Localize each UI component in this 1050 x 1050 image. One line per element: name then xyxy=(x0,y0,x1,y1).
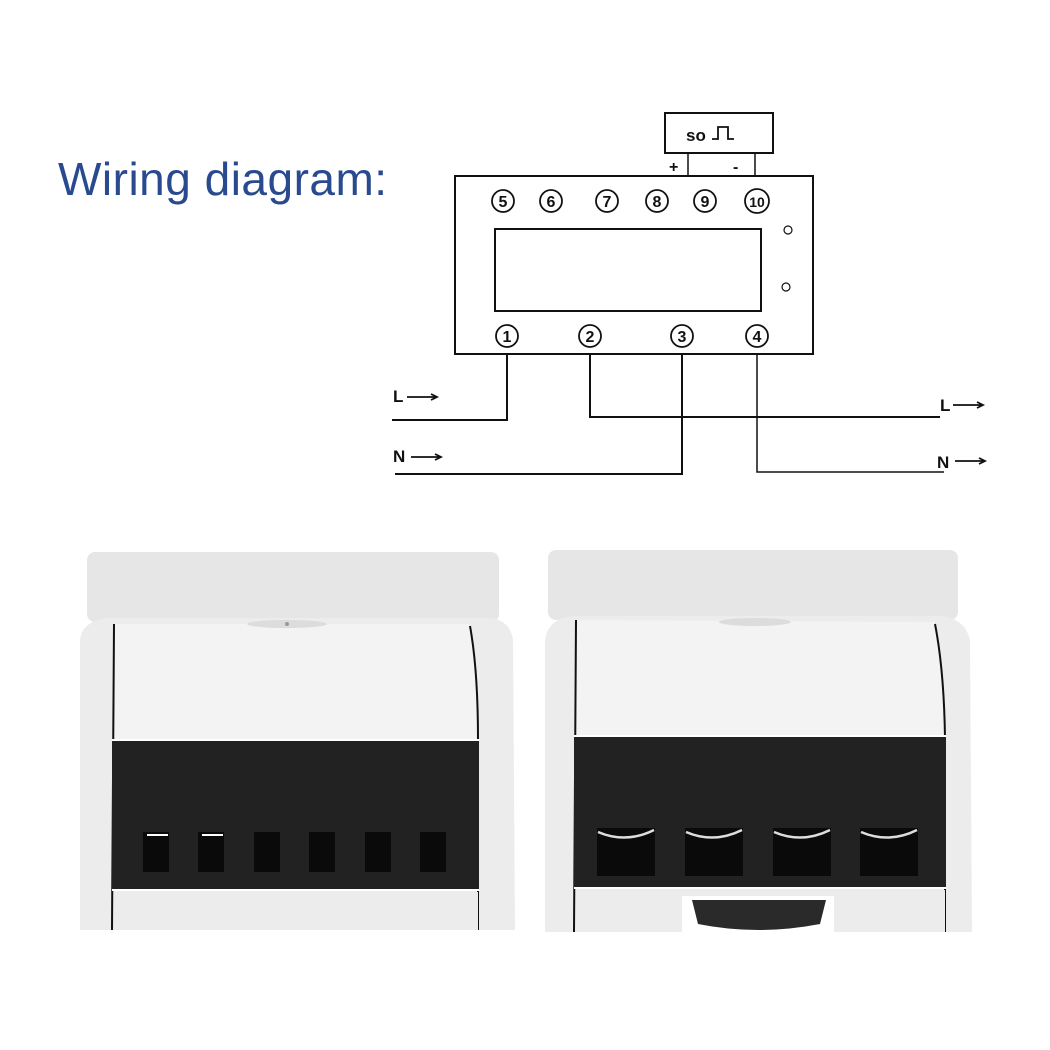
indicator-led-2 xyxy=(781,282,791,292)
label-neutral-in: N xyxy=(393,447,405,466)
pulse-output-label: so xyxy=(686,126,706,145)
wire-neutral-out xyxy=(756,355,944,473)
arrow-right-icon xyxy=(411,453,444,461)
terminal-3: 3 xyxy=(678,329,687,346)
device-photo-bottom xyxy=(545,550,972,933)
top-terminals: 5 6 7 8 9 10 xyxy=(491,188,770,214)
right-labels: L N xyxy=(937,396,988,472)
terminal-7: 7 xyxy=(603,194,612,211)
arrow-right-icon xyxy=(407,393,440,401)
terminal-4: 4 xyxy=(753,329,762,346)
terminal-1: 1 xyxy=(503,329,512,346)
arrow-right-icon xyxy=(955,457,988,465)
wire-line-in xyxy=(392,355,508,421)
device-photo-top xyxy=(80,552,515,931)
terminal-8: 8 xyxy=(653,194,662,211)
terminal-6: 6 xyxy=(547,194,556,211)
terminal-holes xyxy=(597,828,918,876)
wire-line-out xyxy=(589,355,940,418)
label-line-in: L xyxy=(393,387,403,406)
wire-neutral-in xyxy=(395,355,683,475)
left-labels: L N xyxy=(393,387,444,466)
label-line-out: L xyxy=(940,396,950,415)
bottom-terminals: 1 2 3 4 xyxy=(495,324,769,348)
terminal-5: 5 xyxy=(499,194,508,211)
din-clip xyxy=(682,896,834,932)
indicator-led-1 xyxy=(783,225,793,235)
label-neutral-out: N xyxy=(937,453,949,472)
terminal-holes xyxy=(143,832,446,872)
pulse-minus-label: - xyxy=(733,159,738,176)
pulse-wave-icon xyxy=(712,126,734,140)
arrow-right-icon xyxy=(953,401,986,409)
wiring-diagram: so + - 5 6 7 8 9 10 1 2 3 4 xyxy=(392,112,988,475)
terminal-10: 10 xyxy=(749,194,765,210)
terminal-9: 9 xyxy=(701,194,710,211)
terminal-2: 2 xyxy=(586,329,595,346)
pulse-plus-label: + xyxy=(669,159,678,176)
meter-display xyxy=(494,228,762,312)
pulse-output-box: so + - xyxy=(664,112,774,177)
wires xyxy=(392,355,944,475)
device-front-cover xyxy=(114,624,479,740)
terminal-block xyxy=(112,740,479,890)
page-title: Wiring diagram: xyxy=(58,153,388,205)
device-front-cover xyxy=(576,620,945,738)
